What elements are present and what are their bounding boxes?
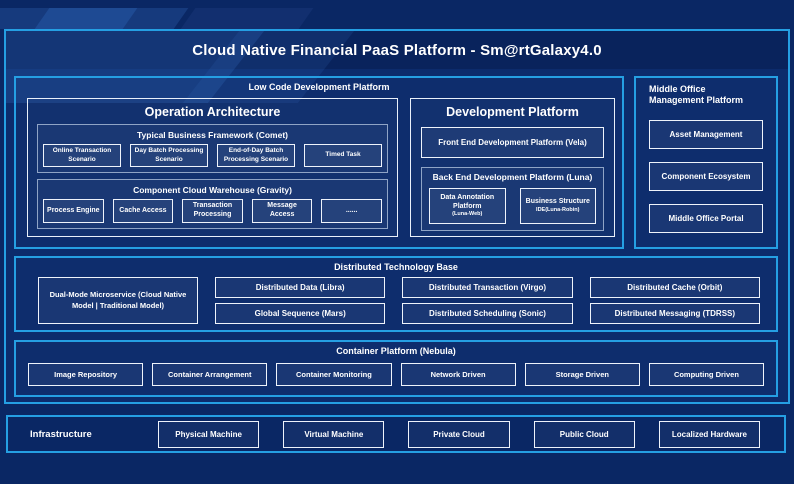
node-data-annotation-platform: Data Annotation Platform (Luna-Web) [429,188,506,224]
top-decor-band-bright [34,8,138,29]
back-end-platform-group: Back End Development Platform (Luna) Dat… [421,167,604,231]
node-more-ellipsis: ...... [321,199,382,223]
top-decor-band-dim [180,8,314,29]
low-code-platform-label: Low Code Development Platform [248,82,390,92]
comet-framework-title: Typical Business Framework (Comet) [137,130,288,140]
node-process-engine: Process Engine [43,199,104,223]
distributed-grid: Dual-Mode Microservice (Cloud Native Mod… [16,272,776,324]
node-distributed-transaction: Distributed Transaction (Virgo) [402,277,573,298]
node-distributed-messaging: Distributed Messaging (TDRSS) [589,303,760,324]
node-timed-task: Timed Task [304,144,382,167]
infrastructure-row: Physical Machine Virtual Machine Private… [158,420,761,448]
infrastructure-label: Infrastructure [30,428,92,440]
node-physical-machine: Physical Machine [158,420,260,448]
gravity-warehouse-row: Process Engine Cache Access Transaction … [43,199,382,223]
low-code-inner: Operation Architecture Typical Business … [16,92,622,237]
back-end-platform-row: Data Annotation Platform (Luna-Web) Busi… [429,188,596,224]
node-cache-access: Cache Access [112,199,174,223]
node-distributed-data: Distributed Data (Libra) [215,277,386,298]
distributed-technology-label: Distributed Technology Base [334,262,458,272]
node-business-structure-ide: Business Structure IDE(Luna-Robin) [519,188,596,224]
gravity-warehouse-title: Component Cloud Warehouse (Gravity) [133,185,292,195]
development-platform-box: Development Platform Front End Developme… [410,98,615,237]
business-structure-ide-sublabel: IDE(Luna-Robin) [536,206,580,213]
infrastructure-panel: Infrastructure Physical Machine Virtual … [6,415,786,453]
node-transaction-processing: Transaction Processing [182,199,243,223]
node-end-of-day-batch-processing-scenario: End-of-Day Batch Processing Scenario [217,144,295,167]
node-network-driven: Network Driven [400,363,516,386]
node-distributed-cache: Distributed Cache (Orbit) [589,277,760,298]
node-storage-driven: Storage Driven [524,363,640,386]
data-annotation-platform-sublabel: (Luna-Web) [452,211,483,218]
container-platform-row: Image Repository Container Arrangement C… [16,356,776,386]
node-global-sequence: Global Sequence (Mars) [215,303,386,324]
node-message-access: Message Access [251,199,313,223]
node-public-cloud: Public Cloud [533,420,635,448]
node-container-arrangement: Container Arrangement [152,363,268,386]
middle-office-label: Middle Office Management Platform [649,84,744,106]
operation-architecture-title: Operation Architecture [144,105,281,119]
node-computing-driven: Computing Driven [648,363,765,386]
node-middle-office-portal: Middle Office Portal [649,203,763,233]
node-day-batch-processing-scenario: Day Batch Processing Scenario [130,144,208,167]
node-asset-management: Asset Management [649,119,763,149]
back-end-platform-title: Back End Development Platform (Luna) [432,172,593,182]
node-component-ecosystem: Component Ecosystem [649,161,763,191]
low-code-platform-panel: Low Code Development Platform Operation … [14,76,624,249]
diagram-content: Low Code Development Platform Operation … [6,69,788,397]
distributed-technology-panel: Distributed Technology Base Dual-Mode Mi… [14,256,778,332]
data-annotation-platform-label: Data Annotation Platform [440,193,495,210]
node-image-repository: Image Repository [28,363,144,386]
page-title: Cloud Native Financial PaaS Platform - S… [192,42,602,59]
comet-framework-group: Typical Business Framework (Comet) Onlin… [37,124,388,173]
node-localized-hardware: Localized Hardware [658,420,761,448]
gravity-warehouse-group: Component Cloud Warehouse (Gravity) Proc… [37,179,388,229]
container-platform-panel: Container Platform (Nebula) Image Reposi… [14,340,778,397]
node-private-cloud: Private Cloud [408,420,510,448]
node-dual-mode-microservice: Dual-Mode Microservice (Cloud Native Mod… [38,277,198,324]
node-online-transaction-scenario: Online Transaction Scenario [43,144,121,167]
business-structure-ide-label: Business Structure [525,198,590,206]
node-distributed-scheduling: Distributed Scheduling (Sonic) [402,303,573,324]
development-platform-title: Development Platform [446,105,579,119]
comet-framework-row: Online Transaction Scenario Day Batch Pr… [43,144,382,167]
operation-architecture-box: Operation Architecture Typical Business … [27,98,398,237]
container-platform-label: Container Platform (Nebula) [336,346,456,356]
main-diagram-frame: Cloud Native Financial PaaS Platform - S… [4,29,790,404]
title-band [6,31,788,69]
top-row: Low Code Development Platform Operation … [14,76,778,249]
node-container-monitoring: Container Monitoring [276,363,392,386]
node-front-end-development-platform: Front End Development Platform (Vela) [421,127,604,158]
middle-office-panel: Middle Office Management Platform Asset … [634,76,778,249]
node-virtual-machine: Virtual Machine [283,420,385,448]
